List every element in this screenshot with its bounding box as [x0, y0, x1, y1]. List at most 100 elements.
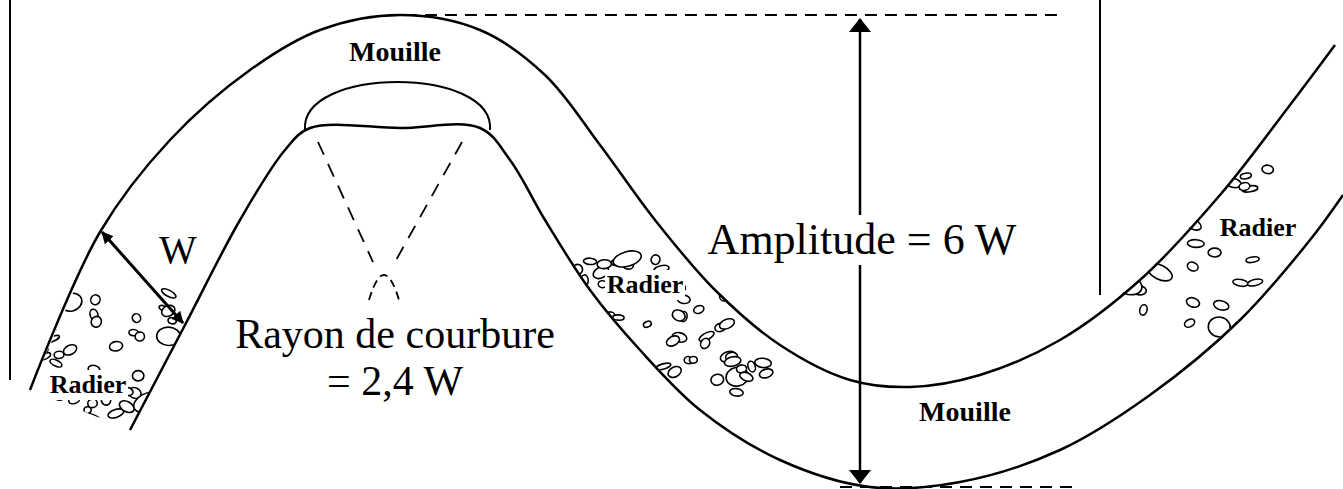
pebble [754, 357, 772, 368]
pebble [1213, 299, 1230, 312]
pebble [666, 364, 683, 379]
pebble [151, 439, 167, 449]
radius-line [395, 142, 462, 262]
pebble [95, 443, 108, 455]
pebble [165, 368, 174, 375]
pebble [665, 334, 682, 348]
pebble [135, 332, 145, 342]
riffle-label: Radier [48, 370, 129, 399]
pebble [1173, 226, 1181, 234]
pebble [167, 317, 176, 325]
pebble [1207, 150, 1235, 170]
pebble [138, 415, 156, 428]
pebble [64, 412, 75, 424]
pebble [156, 431, 168, 443]
radius-line [318, 142, 373, 262]
pebble [738, 371, 754, 384]
radius-arc [369, 275, 399, 300]
pebble [84, 407, 92, 414]
pebble [1247, 278, 1264, 288]
pebble [747, 360, 757, 373]
pebble [710, 373, 725, 386]
pebble [132, 370, 144, 381]
pebble [54, 351, 64, 359]
pebble [78, 420, 89, 428]
pebble [130, 388, 162, 416]
pebble [1266, 320, 1283, 329]
pebble [1118, 181, 1133, 195]
pebble [1185, 296, 1201, 309]
pebble [156, 327, 180, 346]
pebble [650, 254, 661, 265]
pebble [1232, 278, 1248, 287]
riffle-label: Radier [605, 270, 686, 299]
pebble [630, 370, 640, 381]
pebble [89, 293, 102, 306]
pebble [607, 335, 622, 348]
width-label: W [157, 228, 199, 273]
pool-outline [305, 82, 490, 130]
pool-label: Mouille [347, 36, 443, 67]
pebble [1153, 220, 1168, 230]
amplitude-label: Amplitude = 6 W [706, 215, 1019, 264]
pebble [723, 355, 741, 368]
pebble [758, 367, 774, 379]
pebble [583, 258, 597, 265]
pebble [109, 340, 124, 352]
pebble [611, 248, 643, 270]
pebble [1133, 185, 1143, 196]
dashed-extent-line [405, 14, 1062, 16]
pebble [1110, 270, 1144, 298]
pebble [1187, 239, 1204, 248]
pebble [1208, 248, 1221, 257]
pebble [41, 291, 68, 315]
frame-line [1099, 0, 1101, 295]
frame-line [9, 0, 11, 380]
pebble [643, 320, 653, 328]
pebble [70, 433, 85, 446]
pebble [1139, 304, 1148, 316]
pebble [1288, 316, 1301, 323]
pebble [585, 378, 598, 389]
pebble [60, 429, 76, 439]
river-bank [130, 124, 1343, 488]
pebble [1246, 256, 1260, 263]
pebble [89, 315, 103, 329]
pebble [1210, 177, 1224, 190]
pebble [1285, 321, 1300, 331]
pebble [135, 427, 147, 434]
pool-label: Mouille [917, 396, 1013, 427]
pebble [718, 317, 736, 331]
pebble [160, 287, 177, 300]
radius-label: Rayon de courbure = 2,4 W [223, 311, 567, 405]
pebble [83, 412, 100, 423]
pebble [30, 396, 47, 407]
pebble [151, 443, 168, 454]
pebble [1207, 315, 1232, 338]
pebble [614, 380, 632, 394]
pebble [699, 337, 712, 350]
pebble [1261, 164, 1273, 174]
pebble [566, 329, 583, 343]
pebble [569, 317, 582, 325]
pebble [1137, 229, 1145, 237]
pebble [597, 259, 612, 269]
pebble [155, 425, 173, 438]
pebble [1116, 179, 1124, 184]
pebble [1165, 233, 1177, 243]
river-banks [30, 15, 1343, 489]
pebble [1238, 182, 1250, 192]
riffle-label: Radier [1218, 213, 1299, 242]
pebble [117, 398, 136, 415]
pebble [693, 304, 706, 315]
pebble [1203, 188, 1216, 199]
pebble [670, 308, 686, 323]
pebble [1146, 240, 1160, 252]
pebble [689, 356, 698, 363]
pebble [97, 436, 115, 450]
pebble [31, 405, 47, 419]
pebble [574, 346, 587, 357]
pebble [155, 396, 172, 411]
